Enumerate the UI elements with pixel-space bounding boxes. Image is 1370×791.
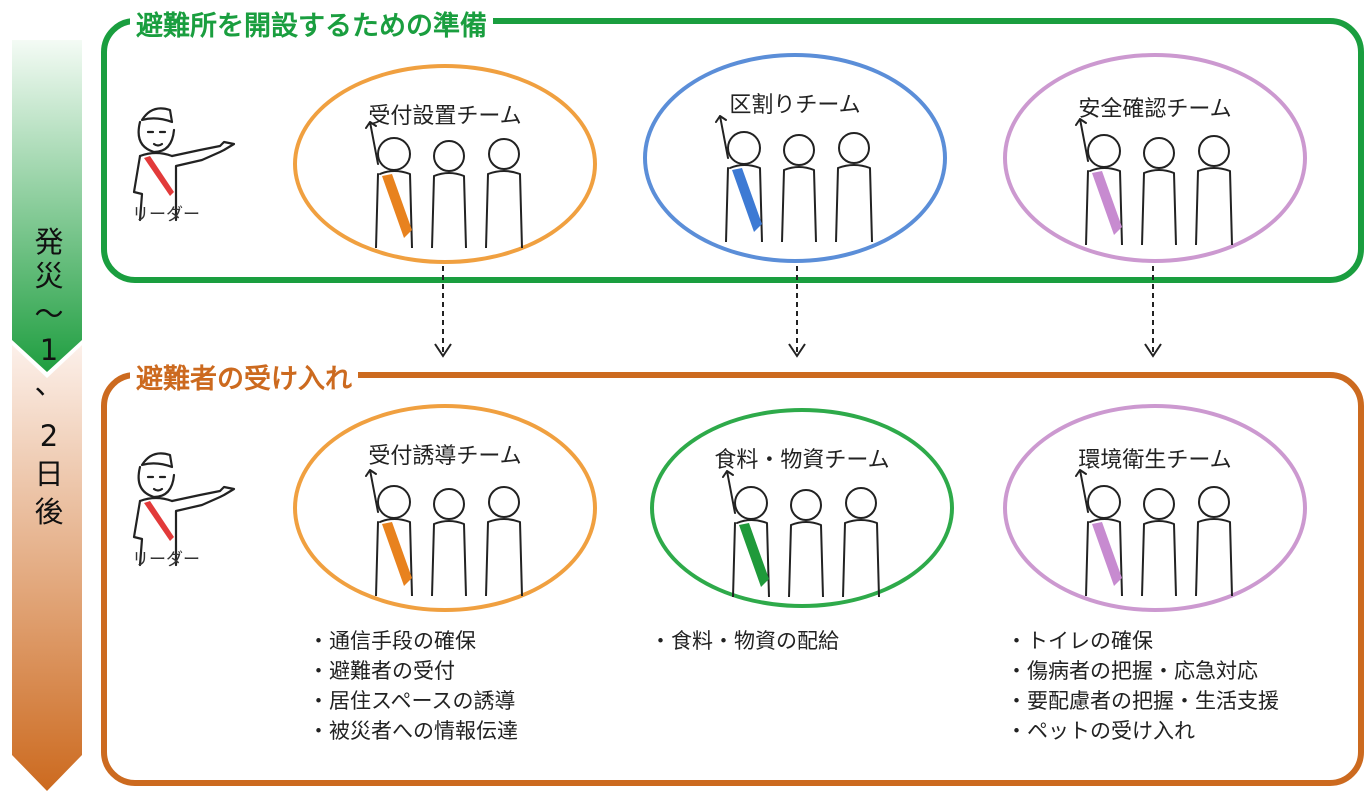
- team-name: 区割りチーム: [729, 93, 861, 118]
- team-food-supplies: 食料・物資チーム: [650, 408, 954, 608]
- team-name: 環境衛生チーム: [1078, 448, 1232, 473]
- timeline-char: 日: [34, 457, 64, 491]
- team-members-illustration: [1075, 469, 1233, 596]
- task-item: 避難者の受付: [308, 656, 518, 686]
- timeline-char: 1: [39, 333, 59, 367]
- timeline-char: 発: [34, 225, 64, 259]
- dashed-down-arrow: [434, 266, 452, 358]
- team-members-illustration: [365, 469, 523, 596]
- team-name: 安全確認チーム: [1078, 97, 1232, 122]
- leader-label: リーダー: [132, 205, 200, 225]
- team-members-illustration: [1075, 118, 1233, 245]
- team-reception-setup: 受付設置チーム: [293, 64, 597, 264]
- task-list: トイレの確保 傷病者の把握・応急対応 要配慮者の把握・生活支援 ペットの受け入れ: [1006, 626, 1279, 746]
- team-members-illustration: [365, 121, 523, 248]
- team-sash: [1092, 522, 1122, 586]
- timeline-upper-arrow: [12, 40, 82, 372]
- team-sash: [382, 522, 412, 586]
- dashed-down-arrow: [1144, 266, 1162, 358]
- task-item: 傷病者の把握・応急対応: [1006, 656, 1279, 686]
- team-name: 受付誘導チーム: [368, 444, 522, 469]
- timeline-lower-arrow: [12, 345, 82, 791]
- team-sash: [1092, 171, 1122, 235]
- leader-label: リーダー: [132, 550, 200, 570]
- team-members-illustration: [715, 115, 873, 242]
- team-sash: [732, 168, 762, 232]
- phase-2-title: 避難者の受け入れ: [130, 357, 358, 396]
- team-safety-check: 安全確認チーム: [1003, 53, 1307, 263]
- dashed-down-arrow: [788, 266, 806, 358]
- timeline-char: 災: [34, 259, 64, 293]
- phase-2-box: [101, 372, 1364, 786]
- leader-illustration: [132, 452, 236, 567]
- team-sash: [739, 523, 769, 587]
- team-name: 食料・物資チーム: [714, 448, 890, 473]
- team-sash: [382, 174, 412, 238]
- leader-illustration: [132, 107, 236, 222]
- timeline-arrow: [12, 40, 82, 791]
- team-name: 受付設置チーム: [368, 104, 522, 129]
- timeline-char: 2: [39, 419, 59, 453]
- team-reception-guidance: 受付誘導チーム: [293, 404, 597, 612]
- timeline-char: 、: [34, 367, 64, 401]
- task-item: トイレの確保: [1006, 626, 1279, 656]
- task-item: 通信手段の確保: [308, 626, 518, 656]
- team-zoning: 区割りチーム: [643, 53, 947, 263]
- task-item: ペットの受け入れ: [1006, 716, 1279, 746]
- phase-1-title: 避難所を開設するための準備: [130, 4, 493, 43]
- team-members-illustration: [722, 470, 880, 597]
- team-sanitation: 環境衛生チーム: [1003, 404, 1307, 612]
- task-list: 食料・物資の配給: [650, 626, 839, 656]
- timeline-char: 後: [34, 495, 64, 529]
- task-item: 食料・物資の配給: [650, 626, 839, 656]
- task-list: 通信手段の確保 避難者の受付 居住スペースの誘導 被災者への情報伝達: [308, 626, 518, 746]
- task-item: 被災者への情報伝達: [308, 716, 518, 746]
- task-item: 居住スペースの誘導: [308, 686, 518, 716]
- phase-1-box: [101, 18, 1364, 283]
- task-item: 要配慮者の把握・生活支援: [1006, 686, 1279, 716]
- timeline-char: 〜: [34, 297, 64, 331]
